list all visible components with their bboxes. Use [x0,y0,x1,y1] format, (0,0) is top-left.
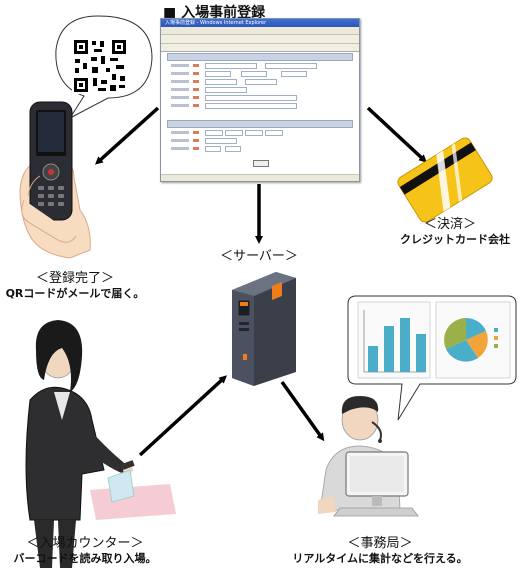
payment-caption: ＜決済＞ クレジットカード会社 [400,217,510,247]
browser-tabs [161,44,359,52]
payment-label: ＜決済＞ [423,217,476,232]
chart-bar-3 [400,318,410,372]
payment-section-header [167,120,353,128]
registration-sub: QRコードがメールで届く。 [5,287,145,300]
arrow-form-to-card [366,106,427,163]
chart-bar-4 [416,334,426,372]
browser-status-bar [161,174,359,181]
office-sub: リアルタイムに集計などを行える。 [292,552,468,565]
counter-caption: ＜入場カウンター＞ バーコードを読み取り入場。 [0,536,170,566]
form-body [167,53,353,169]
chart-bar-2 [384,326,394,372]
pie-chart-icon [444,318,498,362]
counter-sub: バーコードを読み取り入場。 [13,552,157,565]
registration-caption: ＜登録完了＞ QRコードがメールで届く。 [0,271,150,301]
office-caption: ＜事務局＞ リアルタイムに集計などを行える。 [280,536,480,566]
submit-button [253,160,269,167]
hand-with-phone-icon [19,101,91,259]
office-label: ＜事務局＞ [347,536,413,551]
counter-label: ＜入場カウンター＞ [26,536,144,551]
office-staff-icon [318,396,419,517]
diagram-title: ■ 入場事前登録 [163,5,266,21]
registration-form-screenshot: 入場事前登録 - Windows Internet Explorer [160,18,360,182]
arrow-server-to-office [280,380,325,442]
qr-code-icon [72,38,128,94]
server-caption: ＜サーバー＞ [204,249,314,264]
credit-card-icon [397,137,493,223]
arrow-counter-to-server [138,375,227,457]
server-label: ＜サーバー＞ [220,249,298,264]
browser-toolbar [161,35,359,44]
server-icon [232,272,296,386]
reception-woman-icon [25,320,176,568]
browser-title-bar: 入場事前登録 - Windows Internet Explorer [161,19,359,27]
registration-label: ＜登録完了＞ [35,271,114,286]
payment-sub: クレジットカード会社 [400,233,510,246]
form-section-header [167,53,353,61]
arrow-form-to-phone [95,106,160,165]
browser-menu-bar [161,27,359,35]
chart-bar-1 [368,346,378,372]
